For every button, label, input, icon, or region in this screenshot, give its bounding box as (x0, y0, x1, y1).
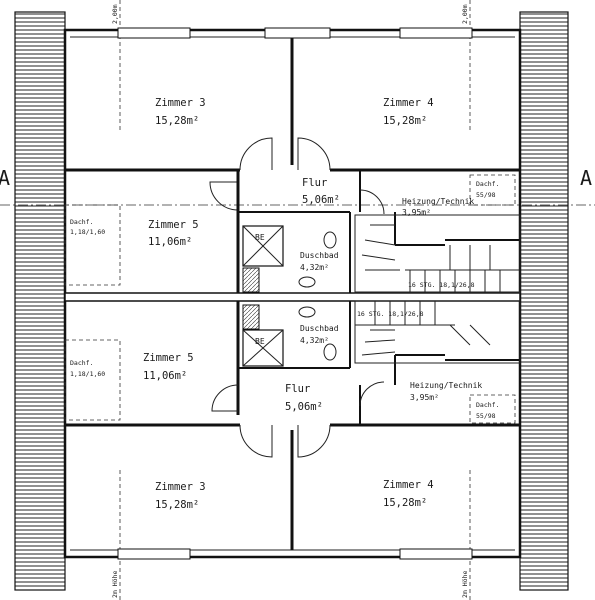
room-name-zimmer5-upper: Zimmer 5 (148, 219, 199, 231)
room-area-heizung-lower: 3,95m² (410, 393, 439, 402)
room-name-heizung-upper: Heizung/Technik (402, 197, 474, 206)
room-area-zimmer5-lower: 11,06m² (143, 370, 187, 382)
skylight-box (64, 204, 121, 286)
room-name-flur-upper: Flur (302, 177, 327, 189)
staircase-upper (354, 214, 521, 294)
section-mark-left: A (0, 166, 10, 190)
room-name-duschbad-upper: Duschbad (300, 251, 339, 260)
shower-lower (242, 329, 284, 367)
staircase-lower (354, 300, 521, 364)
skylight-label-left-upper-1: Dachf. (70, 218, 93, 226)
party-wall (64, 292, 521, 302)
sink-icon (298, 276, 316, 288)
skylight-label-right-upper-2: 55/98 (476, 191, 496, 199)
skylight-label-right-upper-1: Dachf. (476, 180, 499, 188)
window (117, 27, 191, 39)
window (399, 548, 473, 560)
roof-slope-right (519, 11, 569, 591)
bath-cabinet (242, 267, 260, 293)
room-name-heizung-lower: Heizung/Technik (410, 381, 482, 390)
room-area-duschbad-upper: 4,32m² (300, 263, 329, 272)
window (399, 27, 473, 39)
room-name-zimmer3-lower: Zimmer 3 (155, 481, 206, 493)
height-label-top-left: 2,00m (111, 4, 119, 24)
height-label-bottom-left: 2m Höhe (111, 571, 119, 598)
room-area-duschbad-lower: 4,32m² (300, 336, 329, 345)
room-name-flur-lower: Flur (285, 383, 310, 395)
roof-slope-left (14, 11, 66, 591)
skylight-label-right-lower-1: Dachf. (476, 401, 499, 409)
room-area-flur-lower: 5,06m² (285, 401, 323, 413)
skylight-label-left-lower-1: Dachf. (70, 359, 93, 367)
sink-icon (298, 306, 316, 318)
toilet-icon (323, 231, 337, 249)
skylight-box (469, 394, 516, 424)
window (117, 548, 191, 560)
shower-label-lower: BE (255, 337, 265, 346)
section-mark-right: A (580, 166, 592, 190)
skylight-label-left-lower-2: 1,18/1,60 (70, 370, 105, 378)
room-name-duschbad-lower: Duschbad (300, 324, 339, 333)
room-area-zimmer4-lower: 15,28m² (383, 497, 427, 509)
room-name-zimmer4-lower: Zimmer 4 (383, 479, 434, 491)
skylight-label-left-upper-2: 1,18/1,60 (70, 228, 105, 236)
toilet-icon (323, 343, 337, 361)
skylight-label-right-lower-2: 55/98 (476, 412, 496, 420)
height-label-top-right: 2,00m (461, 4, 469, 24)
stairs-label-lower: 16 STG. 18,1/26,8 (357, 310, 424, 318)
stairs-label-upper: 16 STG. 18,1/26,8 (408, 281, 475, 289)
room-area-heizung-upper: 3,95m² (402, 208, 431, 217)
height-label-bottom-right: 2m Höhe (461, 571, 469, 598)
bath-cabinet (242, 304, 260, 330)
skylight-box (469, 174, 516, 206)
window (264, 27, 331, 39)
room-name-zimmer4-upper: Zimmer 4 (383, 97, 434, 109)
shower-upper (242, 225, 284, 267)
room-area-zimmer3-upper: 15,28m² (155, 115, 199, 127)
room-area-zimmer4-upper: 15,28m² (383, 115, 427, 127)
skylight-box (64, 339, 121, 421)
room-name-zimmer5-lower: Zimmer 5 (143, 352, 194, 364)
shower-label-upper: BE (255, 233, 265, 242)
room-area-flur-upper: 5,06m² (302, 194, 340, 206)
room-name-zimmer3-upper: Zimmer 3 (155, 97, 206, 109)
room-area-zimmer5-upper: 11,06m² (148, 236, 192, 248)
room-area-zimmer3-lower: 15,28m² (155, 499, 199, 511)
